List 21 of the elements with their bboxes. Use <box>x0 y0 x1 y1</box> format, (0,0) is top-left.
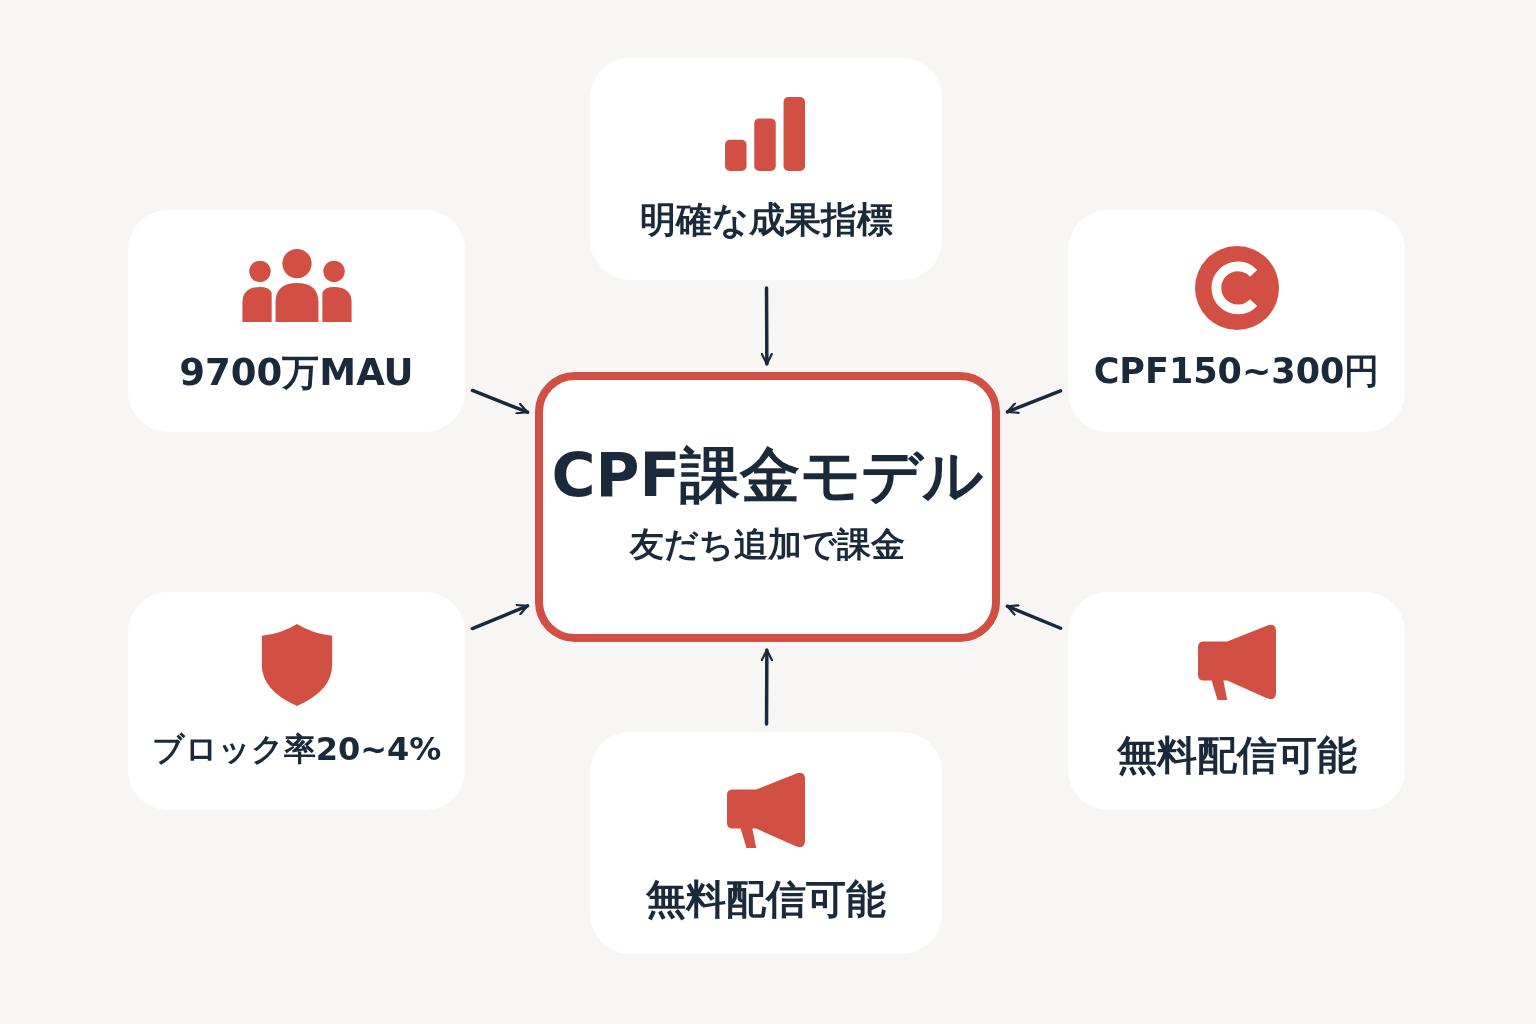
model-title: CPF課金モデル <box>551 439 984 512</box>
arrow <box>470 388 530 415</box>
arrow <box>760 648 773 726</box>
card-label: 明確な成果指標 <box>639 198 893 242</box>
feature-card <box>590 58 942 280</box>
card-label: ブロック率20~4% <box>151 729 442 770</box>
arrow <box>470 603 530 631</box>
arrow <box>1005 604 1063 630</box>
card-label: CPF150~300円 <box>1093 350 1380 393</box>
model-subtitle: 友だち追加で課金 <box>630 523 905 566</box>
card-label: 無料配信可能 <box>646 875 886 924</box>
arrow <box>760 286 773 366</box>
feature-card <box>1068 210 1405 432</box>
feature-card <box>1068 592 1405 810</box>
model-box <box>535 372 1000 642</box>
feature-card <box>590 732 942 954</box>
arrow <box>1005 389 1063 414</box>
card-label: 9700万MAU <box>179 350 414 396</box>
feature-card <box>128 592 465 810</box>
card-label: 無料配信可能 <box>1116 731 1357 780</box>
feature-card <box>128 210 465 432</box>
